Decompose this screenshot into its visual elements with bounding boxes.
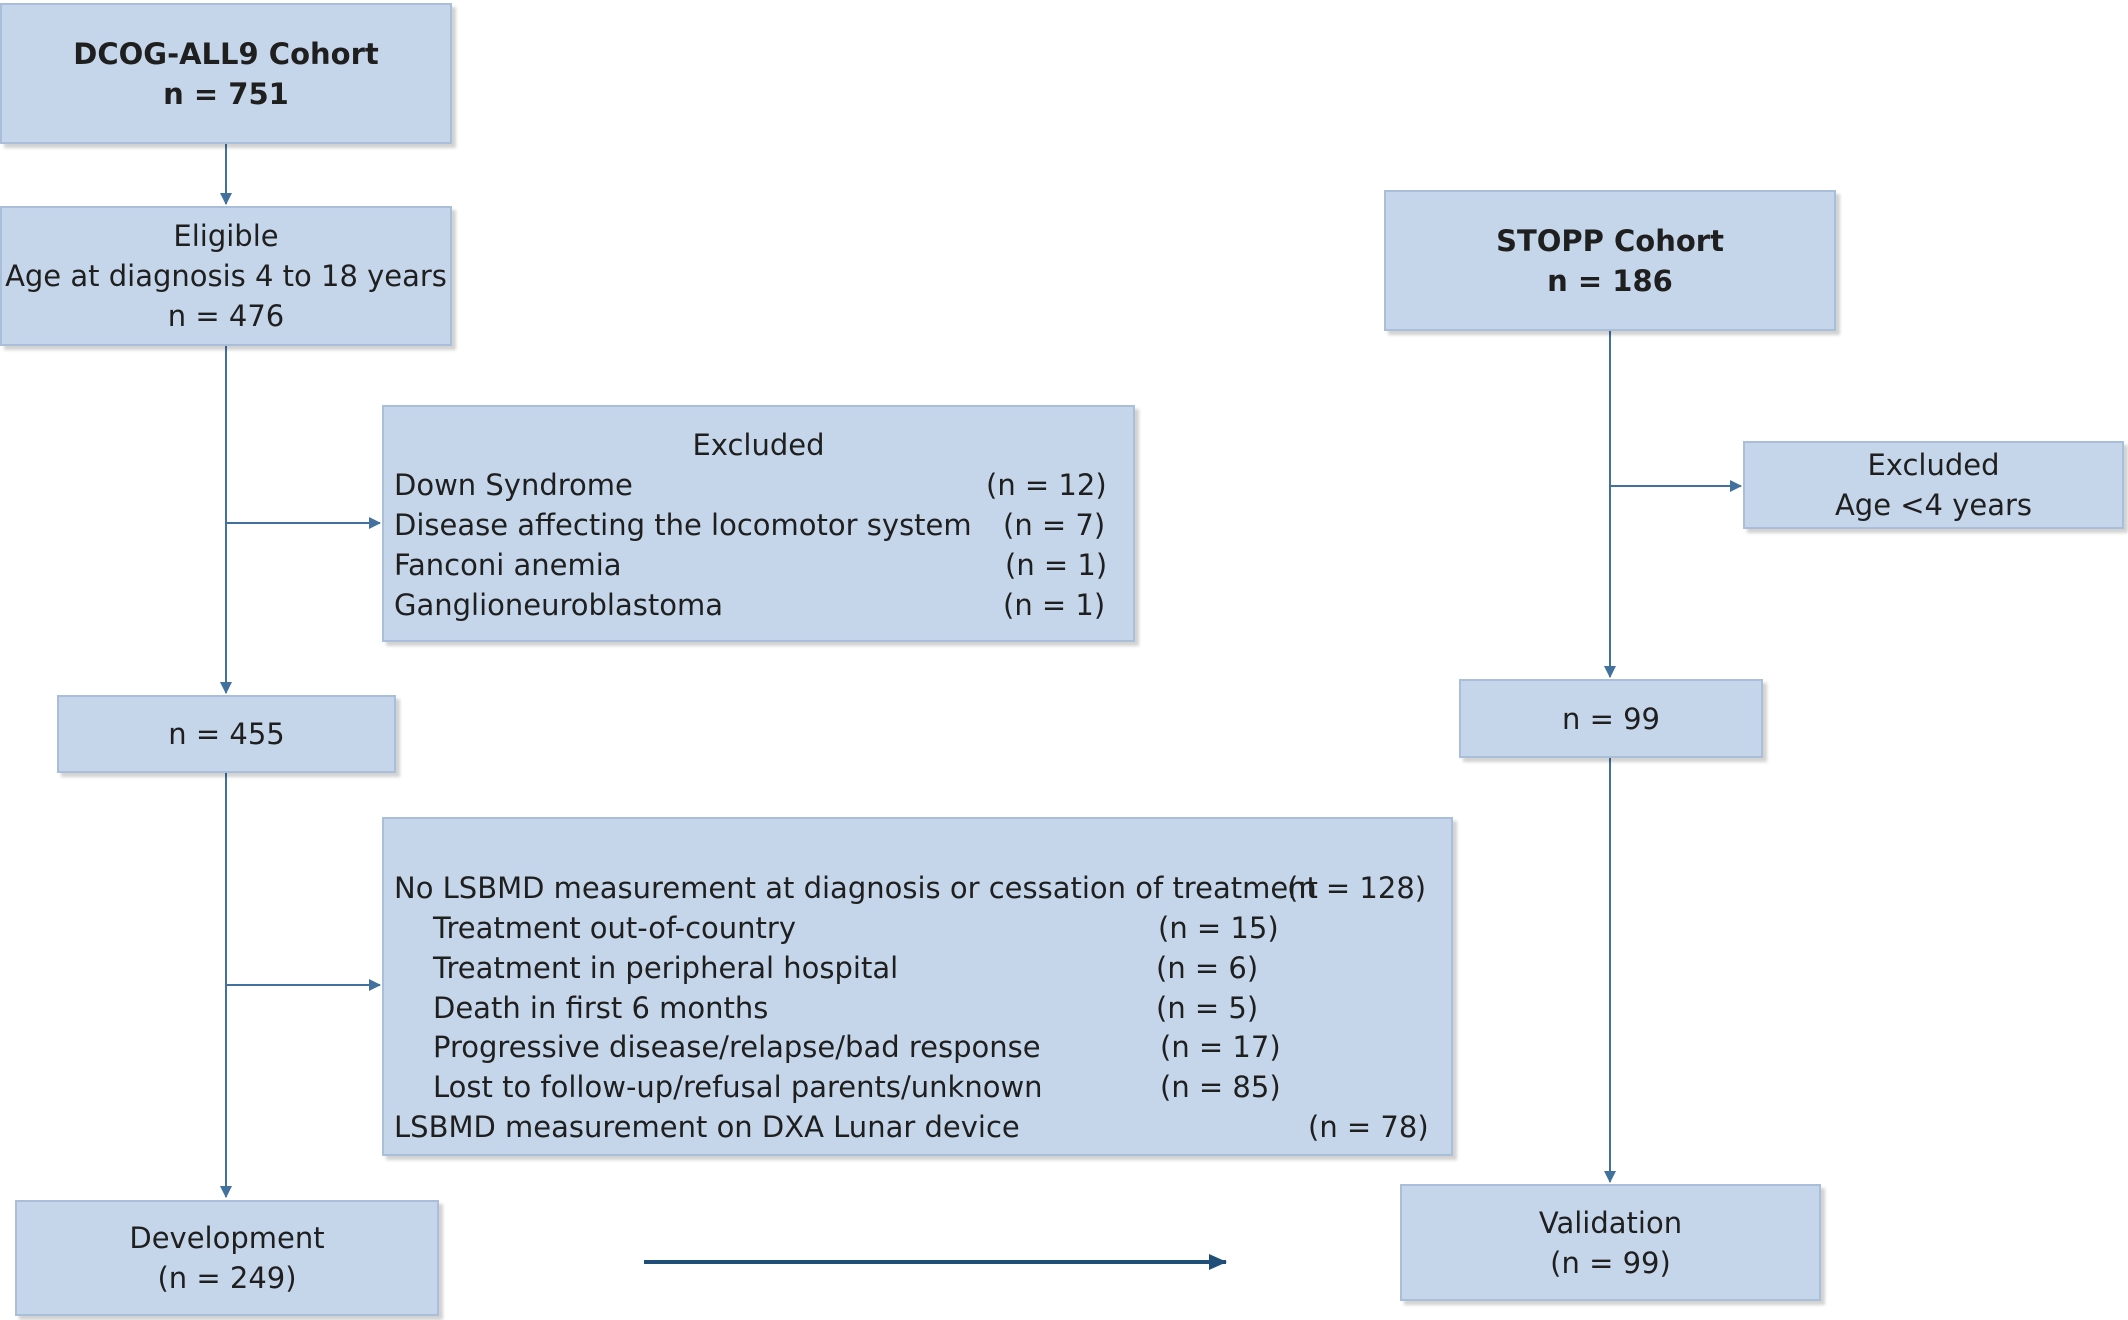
excluded-item-count: (n = 1) <box>1003 588 1106 622</box>
excluded-dcog-title: Excluded <box>692 428 825 462</box>
validation-box: Validation (n = 99) <box>1400 1184 1821 1301</box>
eligible-box: Eligible Age at diagnosis 4 to 18 years … <box>0 206 452 346</box>
exclusion-subreason-count: (n = 17) <box>1160 1030 1281 1064</box>
excluded-item-label: Disease affecting the locomotor system <box>394 508 972 542</box>
exclusion-reason-count: (n = 128) <box>1287 871 1427 905</box>
exclusion-subreason-count: (n = 15) <box>1158 911 1279 945</box>
excluded-item-count: (n = 12) <box>986 468 1107 502</box>
dcog-cohort-count: n = 751 <box>163 76 289 111</box>
n455-box: n = 455 <box>57 695 396 773</box>
validation-title: Validation <box>1538 1205 1683 1240</box>
exclusion-subreason-label: Death in first 6 months <box>433 991 769 1025</box>
exclusion-subreason-label: Treatment in peripheral hospital <box>433 951 899 985</box>
stopp-cohort-box: STOPP Cohort n = 186 <box>1384 190 1836 331</box>
n99-count: n = 99 <box>1561 701 1661 736</box>
dcog-cohort-title: DCOG-ALL9 Cohort <box>73 36 379 71</box>
validation-count: (n = 99) <box>1550 1245 1671 1280</box>
excluded-stopp-reason: Age <4 years <box>1834 488 2033 522</box>
development-box: Development (n = 249) <box>15 1200 439 1316</box>
excluded-stopp-box: Excluded Age <4 years <box>1743 441 2124 529</box>
exclusion-reason-label: LSBMD measurement on DXA Lunar device <box>394 1110 1020 1144</box>
eligible-criteria: Age at diagnosis 4 to 18 years <box>5 259 447 293</box>
eligible-title: Eligible <box>173 219 279 253</box>
eligible-count: n = 476 <box>167 299 285 333</box>
excluded-item-label: Fanconi anemia <box>394 548 622 582</box>
exclusion-reason-label: No LSBMD measurement at diagnosis or ces… <box>394 871 1318 905</box>
stopp-cohort-count: n = 186 <box>1547 263 1673 298</box>
excluded-lsbmd-box: No LSBMD measurement at diagnosis or ces… <box>382 817 1453 1156</box>
exclusion-subreason-count: (n = 6) <box>1156 951 1259 985</box>
exclusion-subreason-label: Treatment out-of-country <box>433 911 797 945</box>
exclusion-reason-count: (n = 78) <box>1308 1110 1429 1144</box>
exclusion-subreason-count: (n = 85) <box>1160 1070 1281 1104</box>
excluded-item-label: Down Syndrome <box>394 468 633 502</box>
exclusion-subreason-count: (n = 5) <box>1156 991 1259 1025</box>
exclusion-subreason-label: Lost to follow-up/refusal parents/unknow… <box>433 1070 1043 1104</box>
excluded-item-count: (n = 1) <box>1005 548 1108 582</box>
exclusion-subreason-label: Progressive disease/relapse/bad response <box>433 1030 1041 1064</box>
n99-box: n = 99 <box>1459 679 1763 758</box>
n455-count: n = 455 <box>168 717 285 751</box>
excluded-dcog-box: Excluded Down Syndrome (n = 12) Disease … <box>382 405 1135 642</box>
excluded-item-label: Ganglioneuroblastoma <box>394 588 723 622</box>
excluded-item-count: (n = 7) <box>1003 508 1106 542</box>
development-title: Development <box>129 1221 325 1255</box>
stopp-cohort-title: STOPP Cohort <box>1496 223 1724 258</box>
excluded-stopp-title: Excluded <box>1867 448 2000 482</box>
dcog-cohort-box: DCOG-ALL9 Cohort n = 751 <box>0 3 452 144</box>
development-count: (n = 249) <box>157 1261 297 1295</box>
